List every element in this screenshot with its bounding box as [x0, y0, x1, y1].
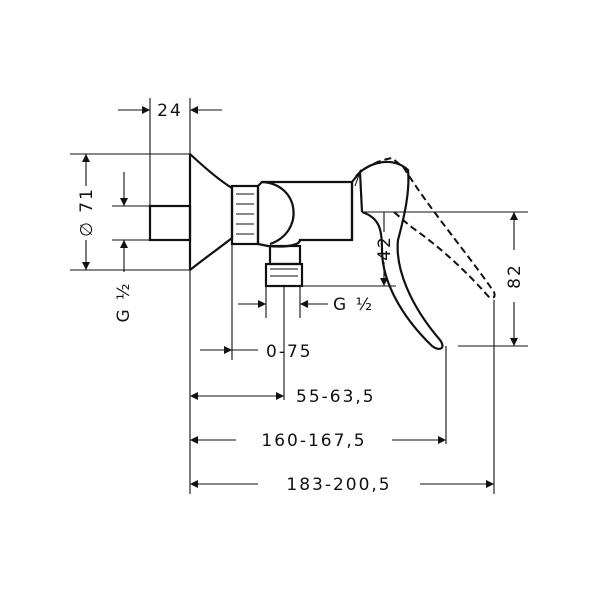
- mixer-body: [148, 153, 496, 350]
- dim-outlet-height: 42: [375, 235, 395, 261]
- dim-outlet-thread: G ½: [333, 295, 374, 315]
- valve-body: [256, 180, 354, 248]
- wall-rosette: [188, 153, 234, 271]
- dim-lever-height: 82: [505, 263, 525, 289]
- lever-alt-position: [355, 156, 496, 300]
- lever-handle: [359, 160, 444, 350]
- valve-body-curve: [261, 180, 295, 246]
- dim-lever-length: 160-167,5: [261, 431, 366, 451]
- dimension-labels: 24 ∅ 71 G ½ G ½ 42 82 0-75 55-63,5 160-1…: [77, 101, 525, 495]
- dim-total-length: 183-200,5: [286, 475, 391, 495]
- dimension-lines: [82, 106, 518, 488]
- dim-adjust-range: 0-75: [266, 342, 313, 362]
- cartridge-cap: [350, 169, 364, 240]
- dim-inlet-thread: G ½: [114, 281, 134, 322]
- outlet-spout: [264, 244, 304, 288]
- threaded-nut: [230, 184, 260, 246]
- dim-rosette-diameter: ∅ 71: [77, 187, 97, 237]
- dim-outlet-distance: 55-63,5: [296, 387, 376, 407]
- inlet-stub: [148, 204, 192, 242]
- dim-wall-depth: 24: [157, 101, 183, 121]
